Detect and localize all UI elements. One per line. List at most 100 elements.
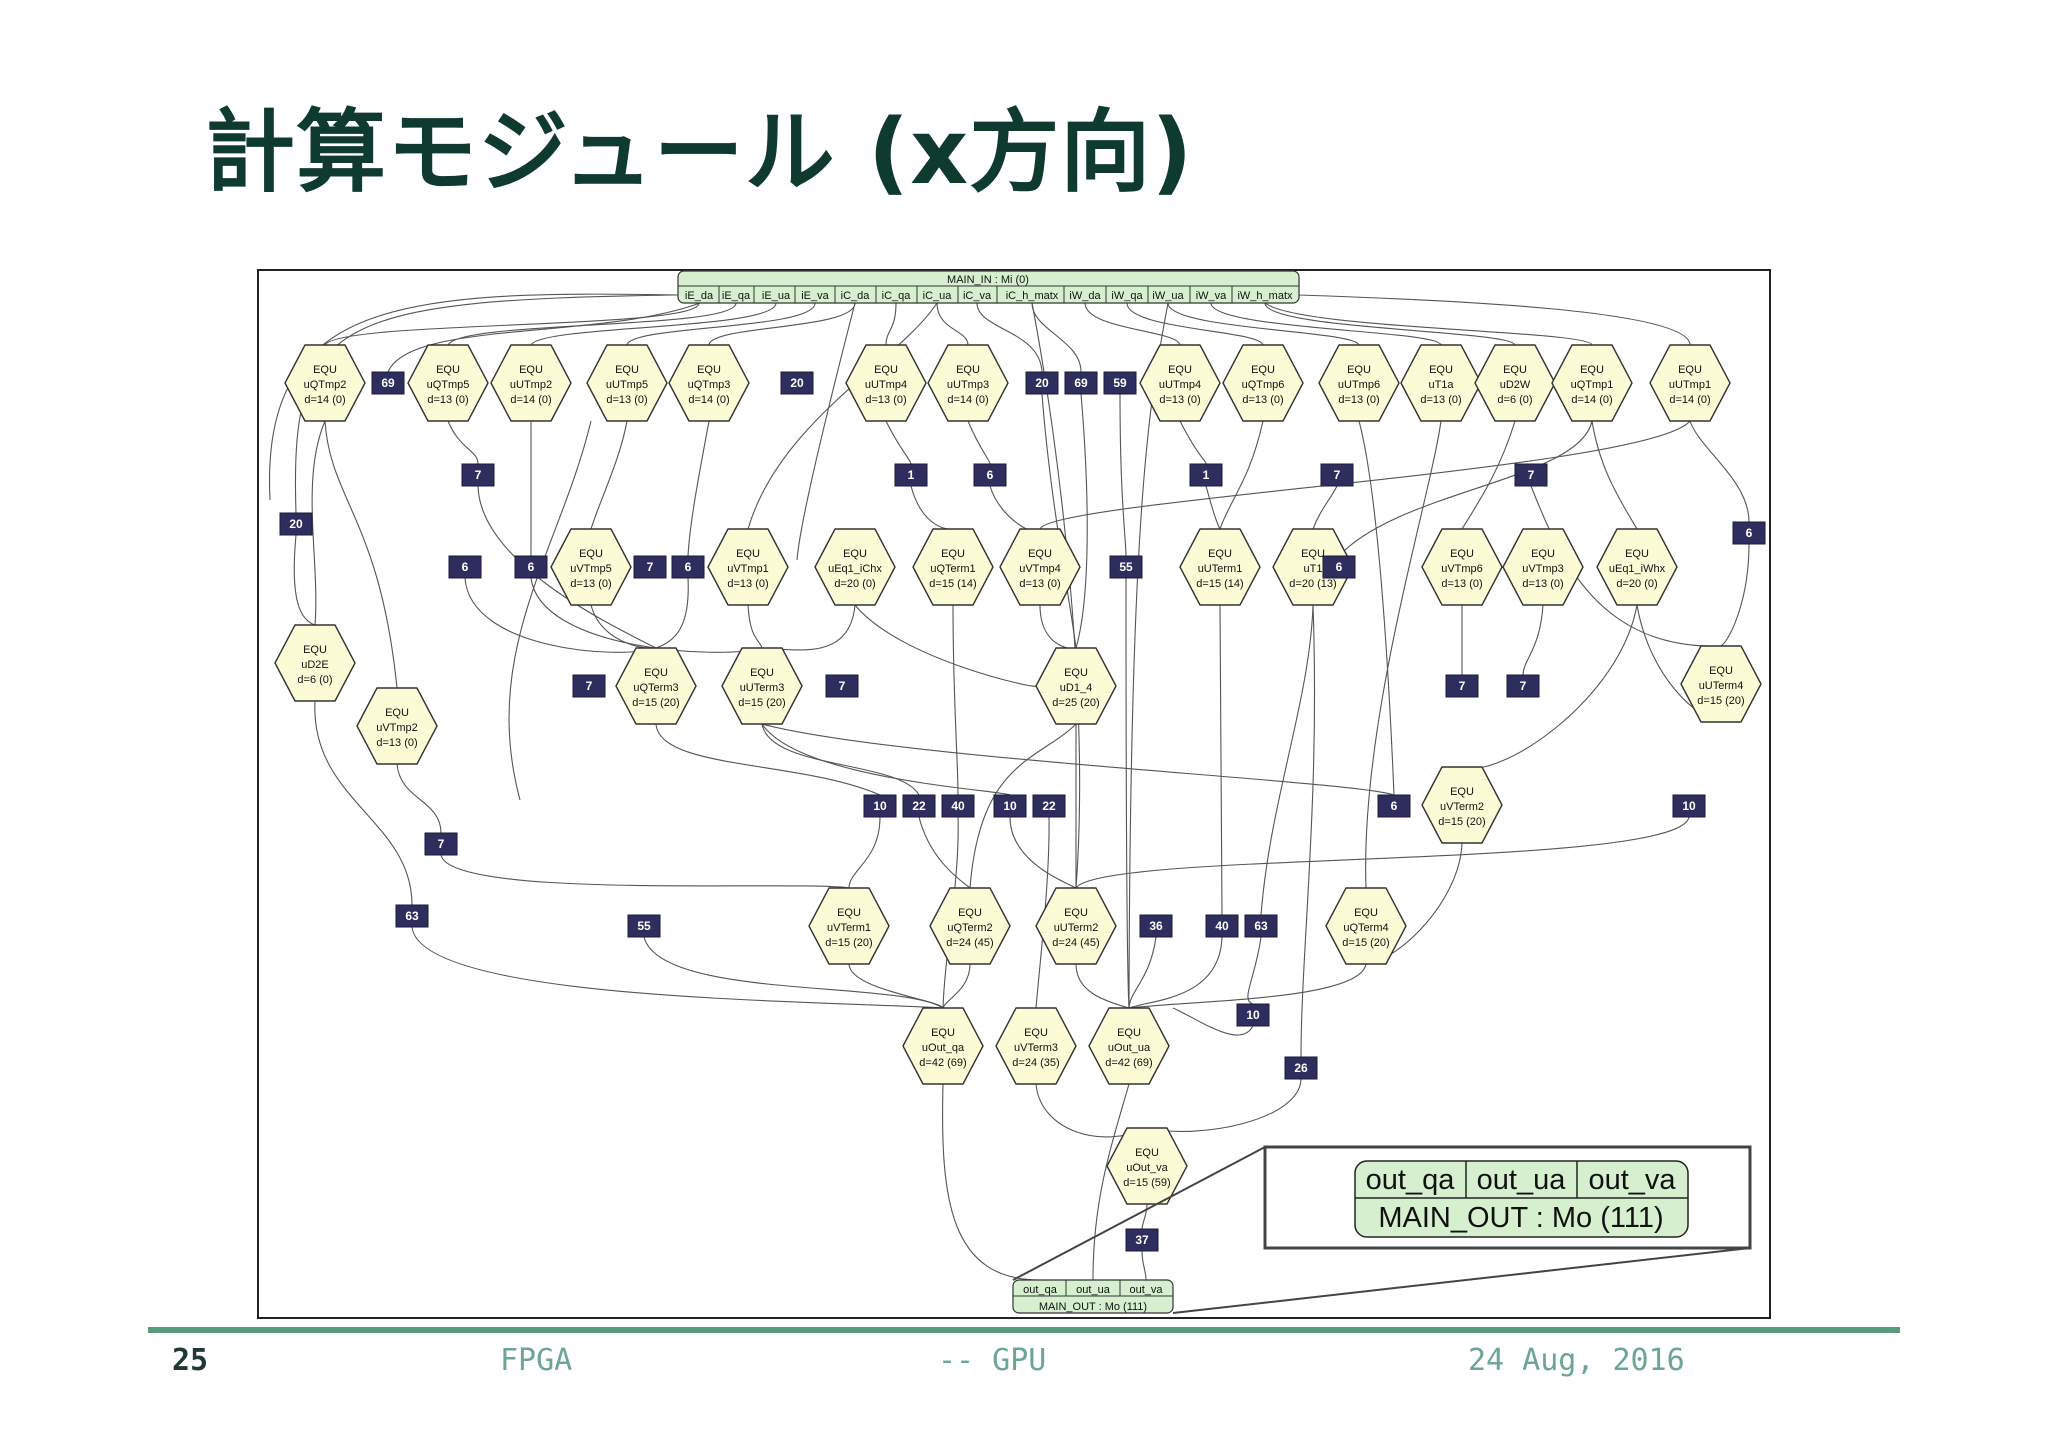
edge bbox=[1084, 302, 1181, 346]
edge bbox=[1119, 393, 1127, 557]
edge bbox=[1298, 294, 1691, 346]
node-type: EQU bbox=[837, 907, 861, 919]
delay-box: 7 bbox=[1320, 463, 1354, 487]
edge bbox=[1338, 420, 1593, 557]
edge bbox=[1219, 420, 1264, 530]
delay-box: 20 bbox=[1025, 371, 1059, 395]
node-name: uVTerm2 bbox=[1440, 801, 1484, 813]
main-in-port: iW_ua bbox=[1152, 290, 1184, 302]
main-in-port: iC_h_matx bbox=[1006, 290, 1059, 302]
delay-value: 6 bbox=[1746, 526, 1753, 540]
node-depth: d=13 (0) bbox=[1441, 578, 1482, 590]
edge bbox=[1141, 1203, 1148, 1230]
edge bbox=[936, 302, 969, 346]
node-depth: d=13 (0) bbox=[570, 578, 611, 590]
delay-value: 20 bbox=[1035, 376, 1049, 390]
zoom-port-out-va: out_va bbox=[1588, 1164, 1676, 1196]
edge bbox=[1591, 420, 1638, 530]
delay-box: 7 bbox=[1514, 463, 1548, 487]
zoom-callout: out_qa out_ua out_va MAIN_OUT : Mo (111) bbox=[1012, 1145, 1752, 1314]
node-name: uUTmp5 bbox=[606, 379, 648, 391]
node-name: uVTmp6 bbox=[1441, 563, 1483, 575]
node-type: EQU bbox=[1028, 548, 1052, 560]
edge bbox=[1039, 420, 1691, 530]
node-name: uD1_4 bbox=[1060, 682, 1092, 694]
node-name: uD2W bbox=[1500, 379, 1531, 391]
node-type: EQU bbox=[736, 548, 760, 560]
edge bbox=[626, 302, 816, 346]
edge bbox=[708, 302, 856, 346]
edge bbox=[1210, 302, 1442, 346]
delay-box: 6 bbox=[671, 555, 705, 579]
delay-value: 36 bbox=[1149, 919, 1163, 933]
edge bbox=[761, 723, 920, 796]
delay-box: 22 bbox=[902, 794, 936, 818]
edge bbox=[530, 577, 763, 653]
delay-box: 7 bbox=[461, 463, 495, 487]
footer-mid: -- GPU bbox=[938, 1343, 1047, 1378]
node-type: EQU bbox=[1117, 1027, 1141, 1039]
edge bbox=[293, 534, 316, 626]
node-depth: d=13 (0) bbox=[606, 394, 647, 406]
edge bbox=[1720, 543, 1750, 647]
node-name: uQTmp3 bbox=[688, 379, 731, 391]
node-depth: d=13 (0) bbox=[427, 394, 468, 406]
node-type: EQU bbox=[579, 548, 603, 560]
node-type: EQU bbox=[385, 707, 409, 719]
delay-box: 59 bbox=[1103, 371, 1137, 395]
delay-box: 7 bbox=[633, 555, 667, 579]
delay-box: 1 bbox=[894, 463, 928, 487]
delay-box: 69 bbox=[371, 371, 405, 395]
node-type: EQU bbox=[956, 364, 980, 376]
delay-box: 55 bbox=[1109, 555, 1143, 579]
node-name: uUTmp1 bbox=[1669, 379, 1711, 391]
node-depth: d=13 (0) bbox=[1242, 394, 1283, 406]
edge bbox=[655, 723, 881, 796]
delay-box: 10 bbox=[1236, 1003, 1270, 1027]
main-in-port: iE_ua bbox=[762, 290, 791, 302]
node-type: EQU bbox=[519, 364, 543, 376]
delay-box: 7 bbox=[1445, 674, 1479, 698]
edge bbox=[1172, 1007, 1254, 1036]
edge bbox=[508, 420, 592, 801]
delay-value: 7 bbox=[1459, 679, 1466, 693]
node-type: EQU bbox=[1580, 364, 1604, 376]
delay-value: 1 bbox=[908, 468, 915, 482]
edge bbox=[1075, 393, 1088, 649]
node-type: EQU bbox=[313, 364, 337, 376]
node-depth: d=13 (0) bbox=[1159, 394, 1200, 406]
edge bbox=[747, 302, 938, 530]
delay-box: 63 bbox=[395, 904, 429, 928]
edge bbox=[848, 963, 944, 1009]
diagram-frame bbox=[257, 269, 1771, 1319]
node-type: EQU bbox=[1531, 548, 1555, 560]
node-name: uT1a bbox=[1428, 379, 1454, 391]
edge bbox=[761, 723, 1395, 796]
main-out-port: out_va bbox=[1129, 1284, 1163, 1296]
delay-value: 7 bbox=[475, 468, 482, 482]
delay-value: 7 bbox=[1520, 679, 1527, 693]
page-number: 25 bbox=[172, 1343, 209, 1378]
main-in-port: iW_va bbox=[1196, 290, 1227, 302]
node-depth: d=24 (35) bbox=[1012, 1057, 1059, 1069]
edge bbox=[761, 723, 1011, 796]
